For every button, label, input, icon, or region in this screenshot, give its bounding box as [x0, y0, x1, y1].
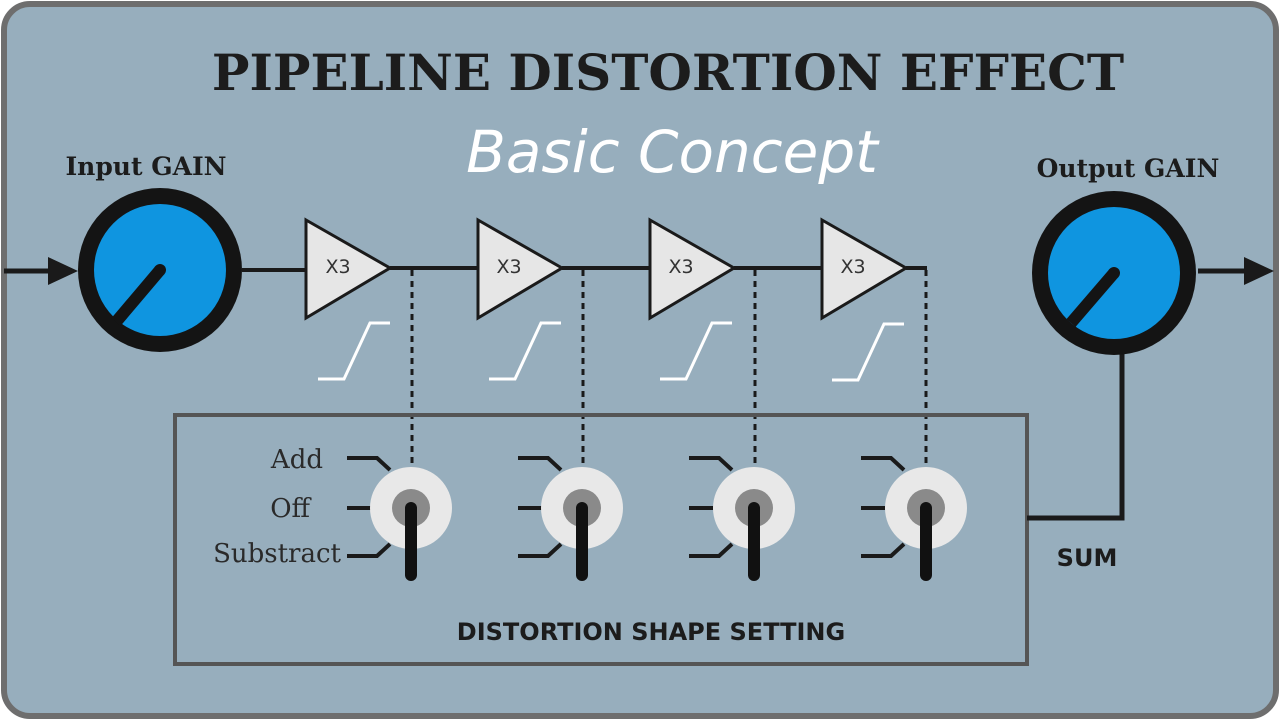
amplifier-stage: X3	[648, 217, 737, 321]
amplifier-label: X3	[325, 256, 350, 278]
switch-label-subtract: Substract	[213, 539, 341, 569]
toggle-switch[interactable]	[347, 456, 452, 581]
input-gain-knob[interactable]	[78, 188, 242, 352]
distortion-curve-icon	[489, 321, 561, 381]
switch-panel-label: DISTORTION SHAPE SETTING	[457, 618, 845, 646]
amplifier-label: X3	[840, 256, 865, 278]
output-gain-knob[interactable]	[1032, 191, 1196, 355]
amplifier-stage: X3	[476, 217, 565, 321]
page-title: PIPELINE DISTORTION EFFECT	[212, 43, 1124, 102]
switch-panel	[173, 413, 1029, 666]
sum-line	[1027, 352, 1125, 521]
amplifier-stage: X3	[820, 217, 909, 321]
switch-label-add: Add	[270, 445, 323, 475]
page-subtitle: Basic Concept	[466, 118, 880, 186]
toggle-switch[interactable]	[518, 456, 623, 581]
amplifier-stage: X3	[304, 217, 393, 321]
toggle-switch[interactable]	[689, 456, 795, 581]
output-gain-label: Output GAIN	[1037, 154, 1220, 183]
amplifier-label: X3	[668, 256, 693, 278]
amplifier-label: X3	[496, 256, 521, 278]
input-arrow	[4, 257, 78, 285]
switch-label-off: Off	[270, 494, 312, 524]
sum-label: SUM	[1057, 544, 1118, 572]
tap-connections	[410, 270, 928, 470]
distortion-curve-icon	[660, 321, 732, 381]
distortion-curve-icon	[832, 322, 904, 382]
toggle-switch[interactable]	[861, 456, 967, 581]
output-arrow	[1198, 257, 1274, 285]
input-gain-label: Input GAIN	[65, 152, 226, 181]
distortion-curve-icon	[318, 321, 390, 381]
